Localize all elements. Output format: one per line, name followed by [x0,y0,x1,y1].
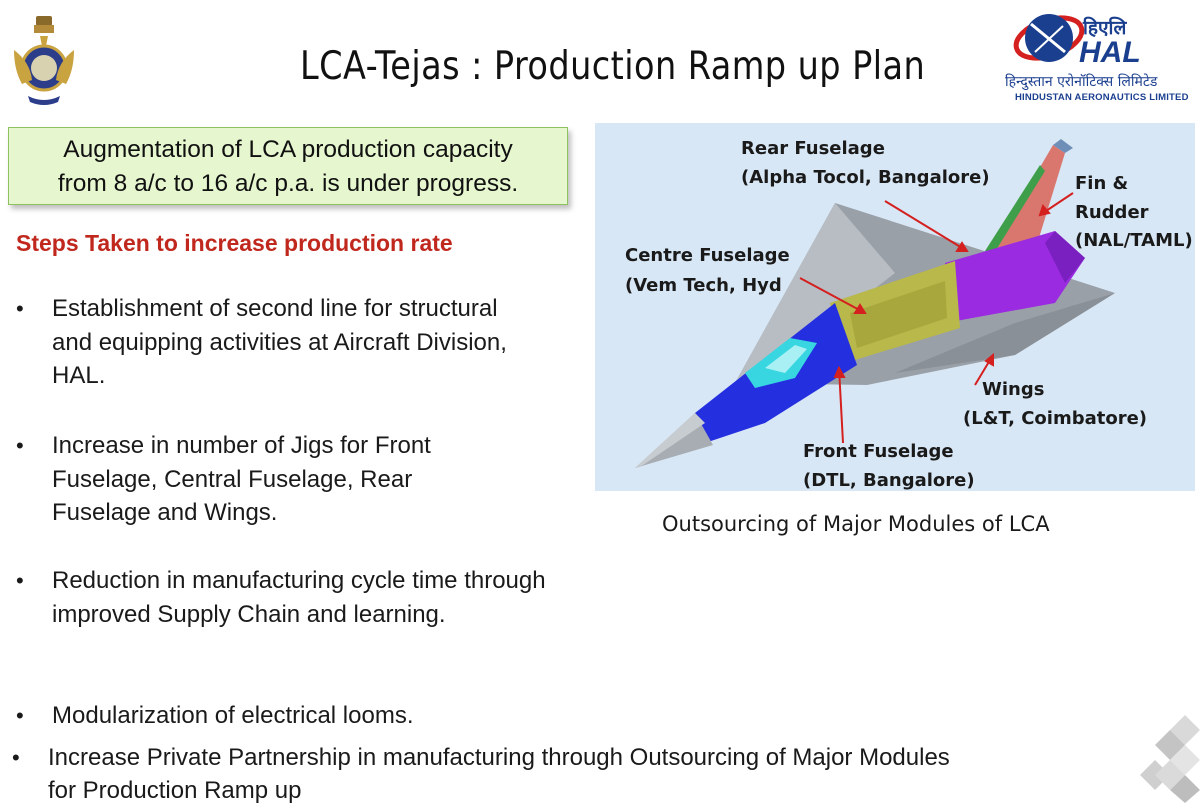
bullet-text: Reduction in manufacturing cycle time th… [52,567,546,628]
bullet-item: • Reduction in manufacturing cycle time … [16,564,546,631]
centre-fuselage-vendor: (Vem Tech, Hyd [625,275,782,296]
bullet-text: Increase Private Partnership in manufact… [48,744,950,804]
bullet-dot: • [16,568,24,593]
fin-vendor: (NAL/TAML) [1075,230,1193,251]
bullet-text: Increase in number of Jigs for Front Fus… [52,432,431,526]
rear-fuselage-label: Rear Fuselage [741,138,885,159]
fin-label: Fin & [1075,173,1129,194]
hal-hindi-name: हिन्दुस्तान एरोनॉटिक्स लिमिटेड [1005,74,1158,90]
bullet-dot: • [16,703,24,728]
bullet-text: Modularization of electrical looms. [52,702,414,729]
slide-title: LCA-Tejas : Production Ramp up Plan [300,44,926,89]
highlight-line-1: Augmentation of LCA production capacity [63,136,513,163]
bullet-item-outsourcing: • Increase Private Partnership in manufa… [12,741,972,807]
iaf-emblem-icon [10,10,78,110]
highlight-line-2: from 8 a/c to 16 a/c p.a. is under progr… [57,170,519,197]
steps-heading: Steps Taken to increase production rate [16,230,453,256]
front-fuselage-label: Front Fuselage [803,441,954,462]
bullet-dot: • [12,745,20,770]
corner-diamonds-icon [1140,710,1200,803]
bullet-dot: • [16,296,24,321]
svg-text:HAL: HAL [1079,36,1140,66]
image-caption: Outsourcing of Major Modules of LCA [662,512,1050,536]
centre-fuselage-label: Centre Fuselage [625,245,790,266]
rudder-label: Rudder [1075,202,1149,223]
aircraft-modules-image: Rear Fuselage (Alpha Tocol, Bangalore) F… [595,123,1195,491]
front-fuselage-vendor: (DTL, Bangalore) [803,470,975,491]
bullet-item: • Modularization of electrical looms. [16,699,556,733]
bullet-item: • Increase in number of Jigs for Front F… [16,429,516,530]
bullet-item: • Establishment of second line for struc… [16,292,516,393]
bullet-dot: • [16,433,24,458]
rear-fuselage-vendor: (Alpha Tocol, Bangalore) [741,167,990,188]
wings-label: Wings [982,379,1045,400]
hal-english-name: HINDUSTAN AERONAUTICS LIMITED [1015,92,1189,103]
wings-vendor: (L&T, Coimbatore) [963,408,1148,429]
capacity-highlight-box: Augmentation of LCA production capacity … [8,127,568,205]
bullet-text: Establishment of second line for structu… [52,295,507,389]
hal-logo-icon: हिएलि HAL [1005,6,1141,69]
svg-text:हिएलि: हिएलि [1082,16,1127,39]
